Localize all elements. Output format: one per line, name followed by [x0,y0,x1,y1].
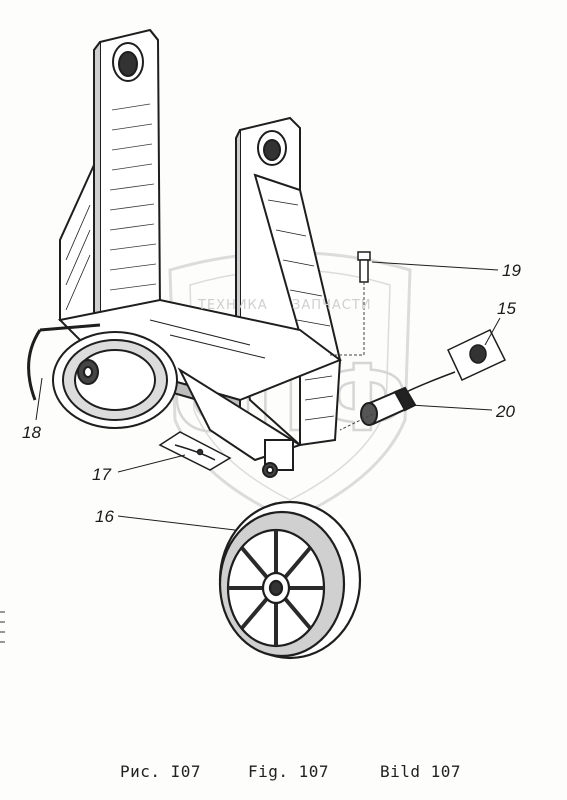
bracket-left-plate [93,28,162,324]
wire-guide-18 [27,323,101,401]
bolt-19 [357,251,371,283]
lower-arm [177,367,303,478]
watermark-right-word: ЗАПЧАСТИ [292,298,372,313]
callout-16: 16 [95,507,114,526]
leader-lines [35,261,501,531]
caption-en: Fig. 107 [248,762,330,781]
caption-de: Bild 107 [380,762,462,781]
spring-clip-17 [158,431,232,471]
assembly-lines [330,282,374,431]
callout-17: 17 [92,465,111,484]
callout-19: 19 [502,261,521,280]
tag-plate-15 [447,329,507,381]
leader-15 [484,317,501,346]
front-wheel-16 [218,500,362,660]
callout-20: 20 [496,402,515,421]
tag-wire [399,371,456,396]
rear-wheel [52,331,178,429]
leader-18 [35,377,43,421]
callout-15: 15 [497,299,516,318]
watermark-left-word: ТЕХНИКА [198,298,268,313]
caption-ru: Рис. I07 [120,762,202,781]
leader-19 [371,261,499,271]
callout-18: 18 [22,423,41,442]
bracket-left-hatching [109,103,157,291]
left-gusset [59,164,95,321]
margin-marks [0,611,5,643]
leader-16 [117,515,236,531]
leader-17 [117,454,186,473]
leader-20 [409,404,493,411]
